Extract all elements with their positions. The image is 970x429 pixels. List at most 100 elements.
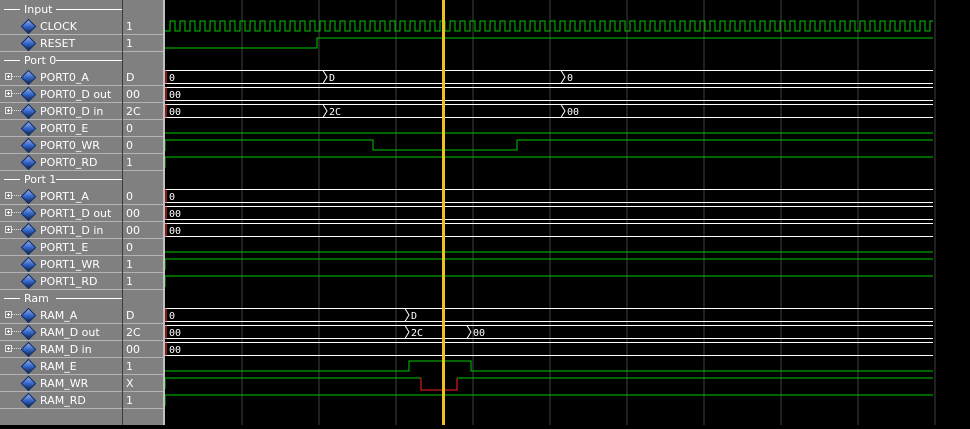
expand-plus-icon[interactable] <box>5 90 12 97</box>
expand-plus-icon[interactable] <box>5 209 12 216</box>
expand-plus-icon[interactable] <box>5 311 12 318</box>
signal-row[interactable]: RAM_WR <box>0 375 122 392</box>
waveform-ram_d-out: 00 2C 00 <box>165 325 933 339</box>
signal-value: 2C <box>126 326 141 339</box>
signal-row[interactable]: PORT1_RD <box>0 273 122 290</box>
signal-row[interactable]: RAM_E <box>0 358 122 375</box>
signal-row[interactable]: PORT0_D in <box>0 103 122 120</box>
signal-value-cell: 0 <box>123 120 163 137</box>
signal-value: 00 <box>126 88 140 101</box>
signal-row[interactable]: PORT0_E <box>0 120 122 137</box>
tree-connector <box>12 195 21 196</box>
waveform-ram_rd <box>164 394 933 406</box>
bus-value-label: D <box>329 73 335 84</box>
signal-name: RESET <box>40 37 76 50</box>
expand-plus-icon[interactable] <box>5 226 12 233</box>
signal-value: 1 <box>126 20 133 33</box>
signal-value: 0 <box>126 241 133 254</box>
signal-name: RAM_D in <box>40 343 92 356</box>
signal-value: 00 <box>126 343 140 356</box>
tree-connector <box>12 348 21 349</box>
signal-row[interactable]: RAM_RD <box>0 392 122 409</box>
bus-value-label: 2C <box>411 328 423 339</box>
signal-row[interactable]: PORT0_RD <box>0 154 122 171</box>
signal-row[interactable]: RAM_D out <box>0 324 122 341</box>
bus-value-label: 0 <box>169 311 175 322</box>
bus-value-label: 00 <box>567 107 579 118</box>
group-header-port-1[interactable]: Port 1 <box>0 171 122 188</box>
signal-name: PORT0_A <box>40 71 89 84</box>
bus-value-label: D <box>411 311 417 322</box>
signal-name: PORT0_D out <box>40 88 112 101</box>
signal-value-cell: X <box>123 375 163 392</box>
signal-diamond-icon <box>20 239 37 256</box>
signal-value-cell: 0 <box>123 188 163 205</box>
group-divider <box>4 9 20 10</box>
signal-row[interactable]: PORT1_D in <box>0 222 122 239</box>
expand-plus-icon[interactable] <box>5 328 12 335</box>
signal-row[interactable]: PORT1_A <box>0 188 122 205</box>
signal-value: 1 <box>126 258 133 271</box>
bus-value-label: 00 <box>169 107 181 118</box>
group-divider <box>56 60 122 61</box>
signal-name: RAM_WR <box>40 377 89 390</box>
signal-row[interactable]: PORT1_D out <box>0 205 122 222</box>
signal-row[interactable]: PORT1_WR <box>0 256 122 273</box>
waveform-port0_d-out: 00 <box>165 87 933 101</box>
group-divider <box>56 9 122 10</box>
group-label: Port 1 <box>24 173 57 186</box>
signal-diamond-icon <box>20 324 37 341</box>
waveform-port0_rd <box>164 156 933 168</box>
group-label: Input <box>24 3 53 16</box>
bus-value-label: 00 <box>473 328 485 339</box>
tree-connector <box>12 331 21 332</box>
tree-connector <box>12 229 21 230</box>
signal-diamond-icon <box>20 358 37 375</box>
signal-row[interactable]: RAM_A <box>0 307 122 324</box>
waveform-port1_a: 0 <box>165 189 933 203</box>
waveform-port1_d-out: 00 <box>165 206 933 220</box>
signal-diamond-icon <box>20 18 37 35</box>
group-header-port-0[interactable]: Port 0 <box>0 52 122 69</box>
signal-diamond-icon <box>20 103 37 120</box>
expand-plus-icon[interactable] <box>5 73 12 80</box>
signal-value: 1 <box>126 360 133 373</box>
group-header-input[interactable]: Input <box>0 1 122 18</box>
signal-row[interactable]: CLOCK <box>0 18 122 35</box>
expand-plus-icon[interactable] <box>5 107 12 114</box>
expand-plus-icon[interactable] <box>5 345 12 352</box>
signal-diamond-icon <box>20 188 37 205</box>
bus-value-label: 00 <box>169 226 181 237</box>
signal-name: PORT0_D in <box>40 105 104 118</box>
signal-value: 1 <box>126 37 133 50</box>
signal-row[interactable]: PORT1_E <box>0 239 122 256</box>
group-header-ram[interactable]: Ram <box>0 290 122 307</box>
expand-plus-icon[interactable] <box>5 192 12 199</box>
signal-value: X <box>126 377 134 390</box>
signal-diamond-icon <box>20 256 37 273</box>
signal-value-cell: 1 <box>123 18 163 35</box>
signal-row[interactable]: PORT0_A <box>0 69 122 86</box>
bus-value-label: 00 <box>169 345 181 356</box>
signal-row[interactable]: PORT0_WR <box>0 137 122 154</box>
signal-diamond-icon <box>20 120 37 137</box>
signal-row[interactable]: PORT0_D out <box>0 86 122 103</box>
signal-value: 00 <box>126 207 140 220</box>
signal-value-cell: 0 <box>123 239 163 256</box>
signal-row[interactable]: RESET <box>0 35 122 52</box>
bus-value-label: 00 <box>169 328 181 339</box>
signal-value-cell: 2C <box>123 103 163 120</box>
waveform-ram_wr <box>164 377 933 391</box>
signal-row[interactable]: RAM_D in <box>0 341 122 358</box>
signal-name: RAM_E <box>40 360 77 373</box>
signal-value-cell: D <box>123 69 163 86</box>
signal-value: 1 <box>126 275 133 288</box>
group-divider <box>4 60 20 61</box>
time-cursor[interactable] <box>442 0 445 425</box>
signal-value: 0 <box>126 139 133 152</box>
signal-value-cell: 1 <box>123 35 163 52</box>
signal-diamond-icon <box>20 273 37 290</box>
